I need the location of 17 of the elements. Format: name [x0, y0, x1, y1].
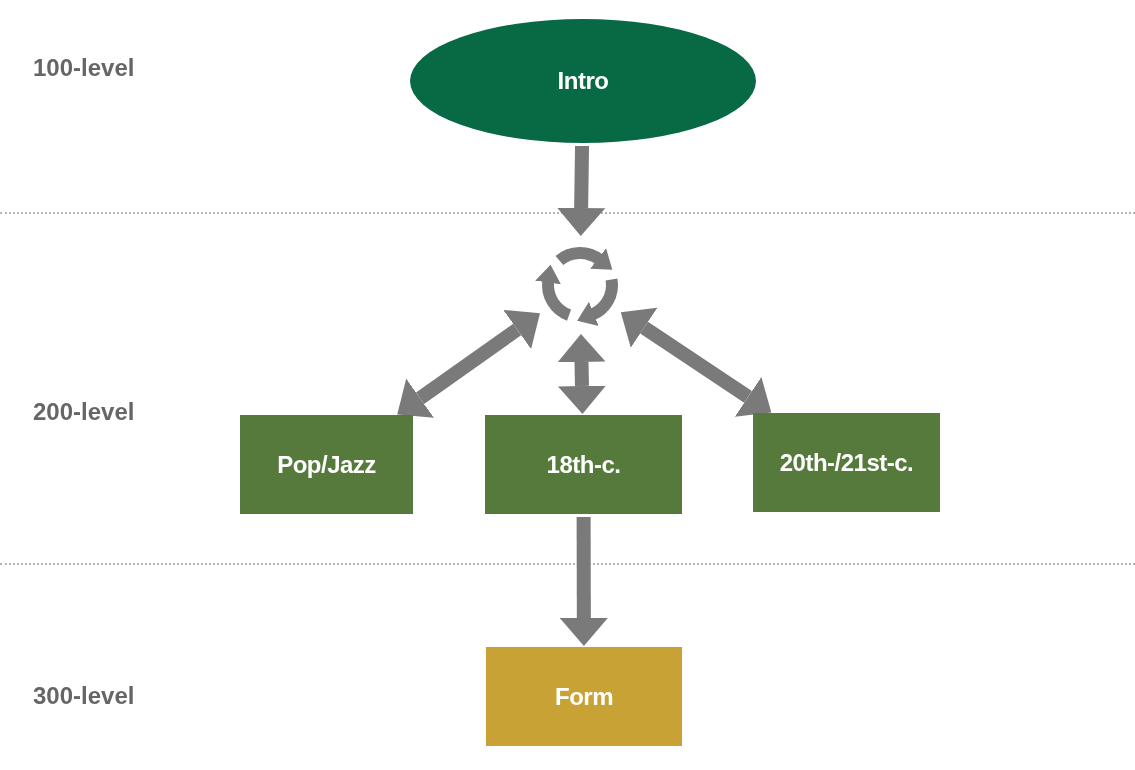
process-box — [486, 647, 682, 746]
process-box — [240, 415, 413, 514]
process-box — [485, 415, 682, 514]
node-label: 20th-/21st-c. — [779, 448, 914, 477]
arrow — [557, 334, 606, 414]
arrow — [557, 145, 606, 236]
arrow — [620, 307, 772, 417]
node-label: 18th-c. — [546, 450, 621, 479]
node-label: Intro — [557, 67, 609, 95]
node-label: Form — [555, 682, 613, 711]
level-label: 300-level — [33, 682, 135, 710]
level-label: 100-level — [33, 54, 135, 82]
level-label: 200-level — [33, 398, 135, 426]
process-box — [753, 413, 940, 512]
arrow — [559, 516, 608, 646]
arrow — [397, 309, 540, 418]
node-label: Pop/Jazz — [277, 450, 376, 479]
